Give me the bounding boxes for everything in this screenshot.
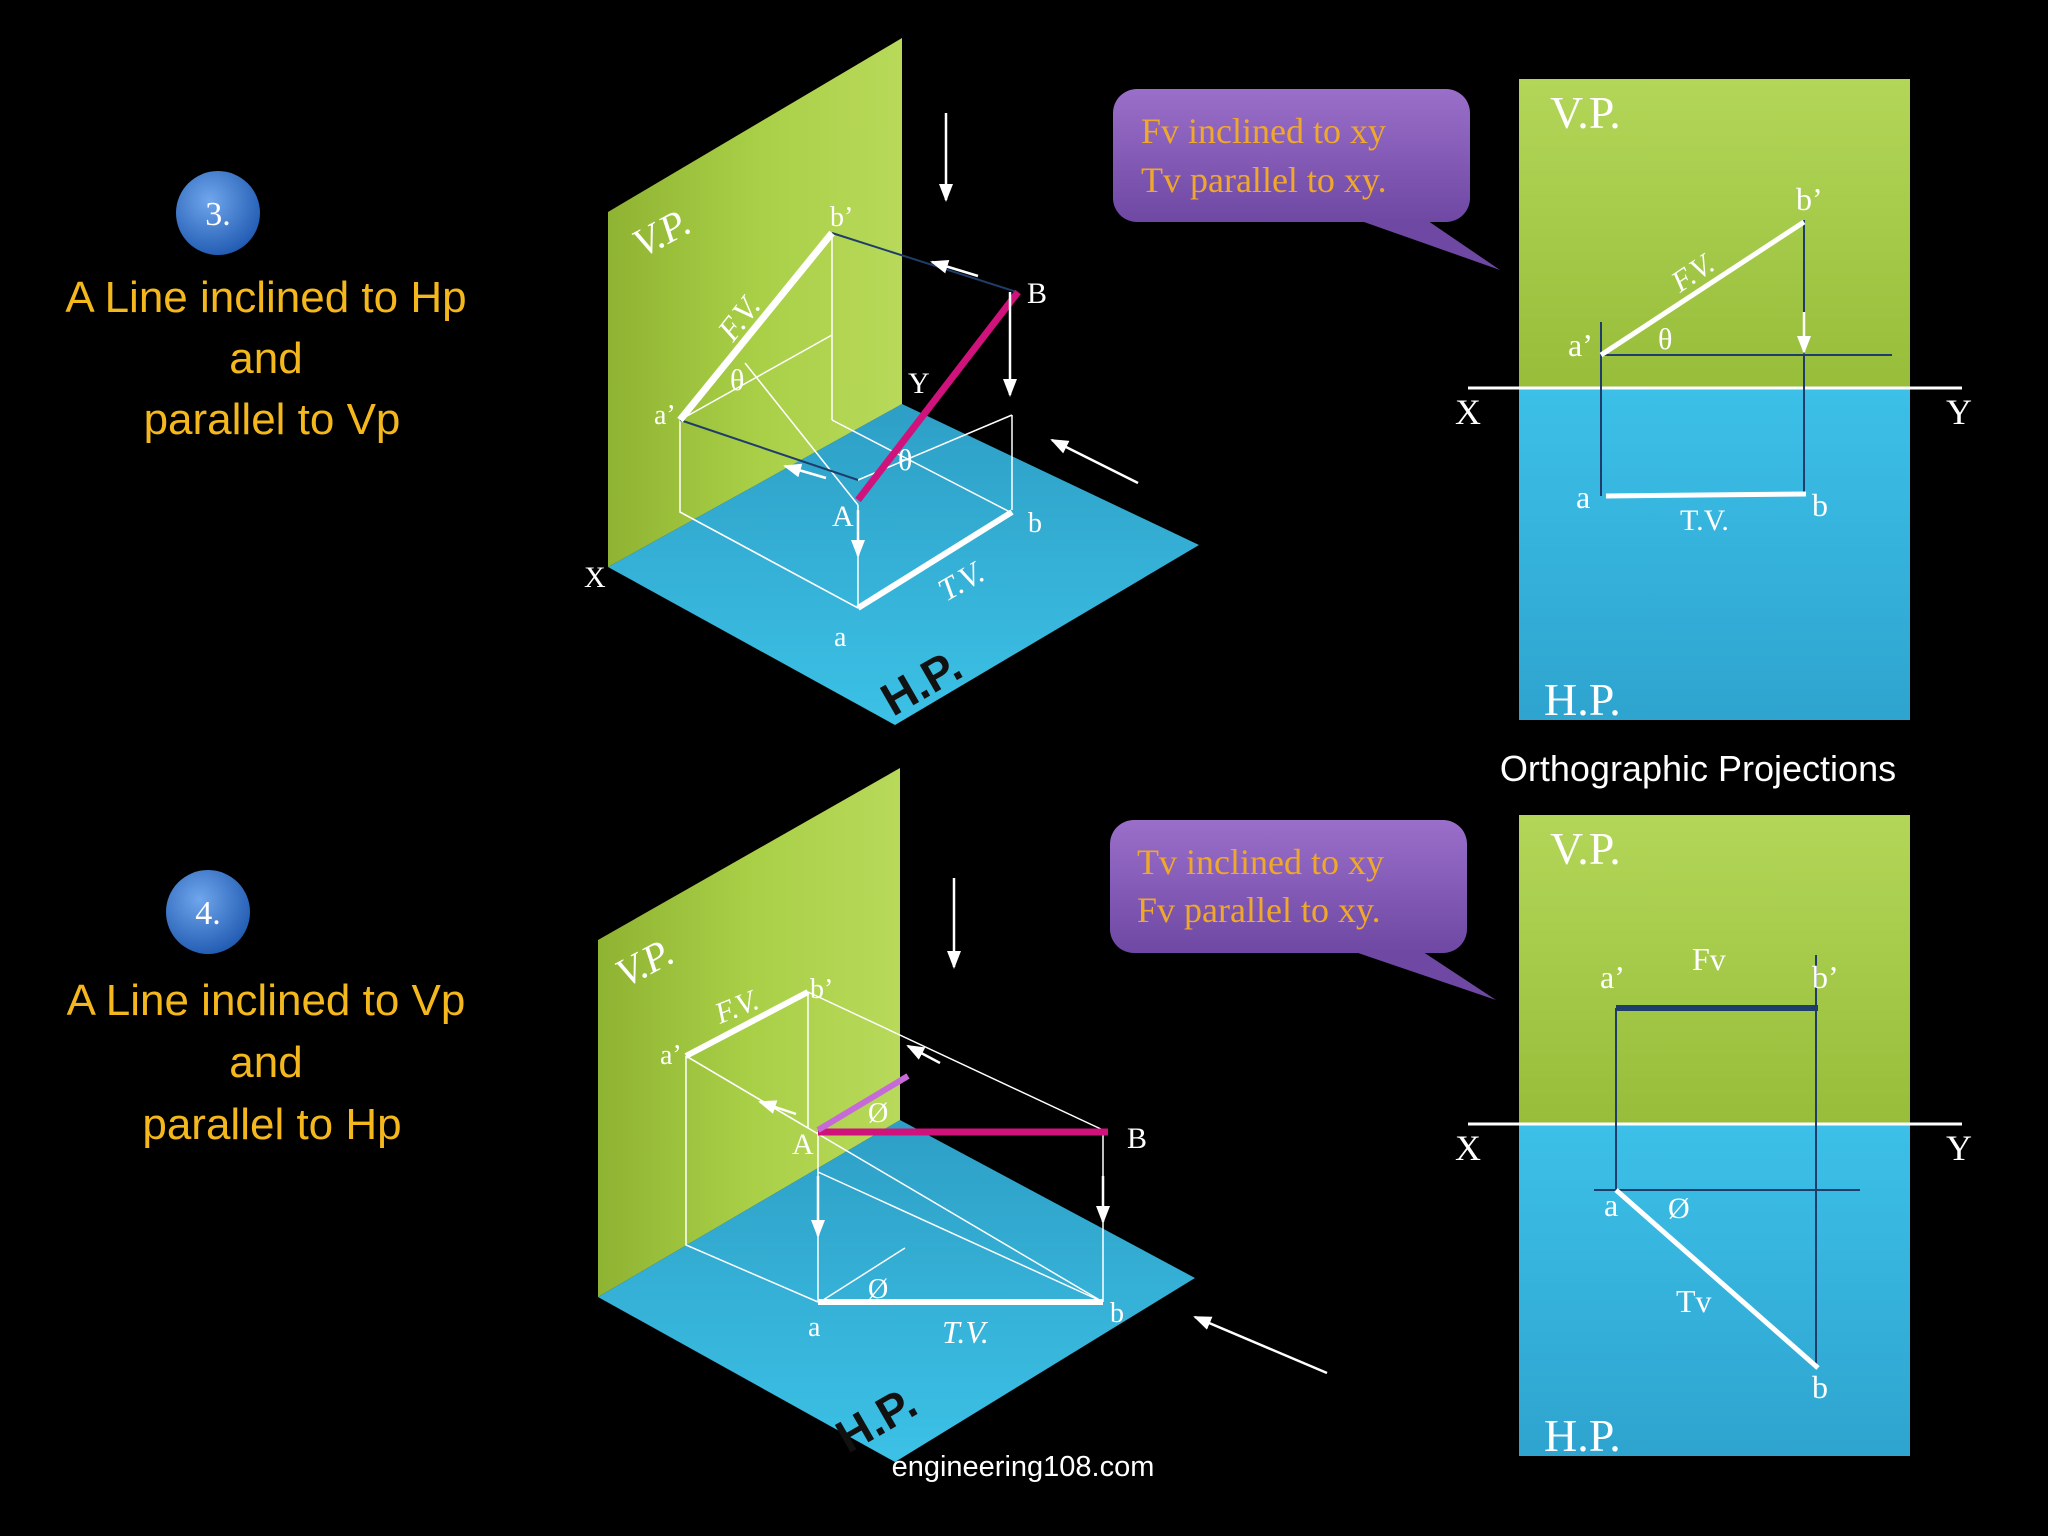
case4-orthographic: V.P. H.P. Fv Tv a’ b’ a b Ø X Y [1455,815,1972,1461]
case4-iso-label-B: B [1127,1122,1147,1155]
case4-iso-phi-bottom: Ø [868,1274,888,1305]
case3-isometric: V.P. F.V. T.V. H.P. a’ b’ A B a b θ θ X … [584,38,1199,726]
case4-ortho-label-a: a [1604,1187,1618,1223]
ortho-caption: Orthographic Projections [1500,748,1896,789]
case4-ortho-hp [1519,1124,1910,1456]
case4-heading-line2: and [229,1038,302,1087]
case4-iso-phi-line [816,1073,910,1133]
case4-callout: Tv inclined to xy Fv parallel to xy. [1110,820,1496,1000]
case3-iso-label-b: b [1028,508,1042,539]
case3-ortho-theta: θ [1658,323,1672,356]
case3-iso-label-A: A [832,500,854,533]
case3-iso-label-adash: a’ [654,400,676,431]
case3-ortho-vp-label: V.P. [1550,87,1621,138]
case4-arrow-side [1193,1315,1328,1375]
case4-ortho-label-bdash: b’ [1812,959,1839,995]
case4-iso-label-a: a [808,1312,821,1343]
case3-callout-line1: Fv inclined to xy [1141,111,1386,151]
case4-iso-tv-label: T.V. [942,1314,989,1350]
case4-iso-label-b: b [1110,1298,1124,1329]
case4-ortho-fv-label: Fv [1692,941,1726,977]
case4-iso-label-adash: a’ [660,1040,682,1071]
case3-iso-label-B: B [1027,277,1047,310]
case3-iso-label-bdash: b’ [830,202,853,233]
case4-heading-line1: A Line inclined to Vp [67,976,466,1025]
case4-iso-phi-top: Ø [868,1098,888,1129]
case4-badge [166,870,250,954]
case3-heading-line2: and [229,334,302,383]
case4-ortho-hp-label: H.P. [1544,1410,1621,1461]
case3-iso-axis-x: X [584,561,606,594]
case3-ortho-label-bdash: b’ [1796,181,1823,217]
case4-ortho-label-adash: a’ [1600,959,1625,995]
case3-heading: 3. A Line inclined to Hp and parallel to… [65,171,467,444]
case3-badge [176,171,260,255]
case3-orthographic: V.P. H.P. F.V. T.V. a’ b’ a b θ X Y [1455,79,1972,725]
case3-ortho-axis-x: X [1455,392,1481,432]
case4-heading: 4. A Line inclined to Vp and parallel to… [67,870,466,1149]
case3-hp-plane [608,404,1199,725]
case4-hp-plane [598,1120,1195,1462]
case4-iso-label-bdash: b’ [810,974,833,1005]
case3-ortho-label-b: b [1812,487,1828,523]
case4-iso-fv-line [684,989,810,1059]
case3-ortho-vp [1519,79,1910,388]
case4-ortho-label-b: b [1812,1369,1828,1405]
case3-ortho-label-adash: a’ [1568,327,1593,363]
case3-callout-line2: Tv parallel to xy. [1141,160,1387,200]
case4-ortho-vp-label: V.P. [1550,823,1621,874]
case4-ortho-tv-line [1614,1188,1820,1370]
case4-iso-label-A: A [792,1128,814,1161]
case3-iso-theta-true: θ [898,444,912,477]
case3-heading-line1: A Line inclined to Hp [65,273,466,322]
case4-ortho-axis-x: X [1455,1128,1481,1168]
case3-heading-line3: parallel to Vp [144,395,401,444]
case4-ortho-phi: Ø [1668,1192,1690,1225]
case3-iso-axis-y: Y [908,367,930,400]
case3-ortho-label-a: a [1576,479,1590,515]
case4-callout-line2: Fv parallel to xy. [1137,890,1381,930]
case3-ortho-hp-label: H.P. [1544,674,1621,725]
case4-vp-plane [598,768,900,1297]
case3-iso-label-a: a [834,622,847,653]
case3-arrow-side [1050,438,1139,485]
case4-ortho-axis-y: Y [1946,1128,1972,1168]
case3-ortho-axis-y: Y [1946,392,1972,432]
case3-ortho-tv-line [1605,491,1807,499]
case3-ortho-tv-label: T.V. [1680,504,1729,537]
case4-callout-line1: Tv inclined to xy [1137,842,1384,882]
case3-iso-theta-fv: θ [730,364,744,397]
footer-credit: engineering108.com [892,1451,1155,1483]
case3-iso-tv-line [856,509,1014,611]
case3-ortho-hp [1519,388,1910,720]
case3-ortho-fv-line [1599,219,1806,358]
case3-iso-fv-line [677,230,835,423]
case3-badge-number: 3. [205,196,231,233]
case3-callout: Fv inclined to xy Tv parallel to xy. [1113,89,1500,270]
case3-iso-true-line [855,289,1021,503]
case4-isometric: V.P. F.V. T.V. H.P. a’ b’ A B a b Ø Ø [598,768,1328,1463]
case4-heading-line3: parallel to Hp [142,1100,401,1149]
case4-badge-number: 4. [195,895,221,932]
case4-ortho-vp [1519,815,1910,1124]
case3-vp-plane [608,38,902,567]
case4-ortho-tv-label: Tv [1676,1283,1712,1319]
